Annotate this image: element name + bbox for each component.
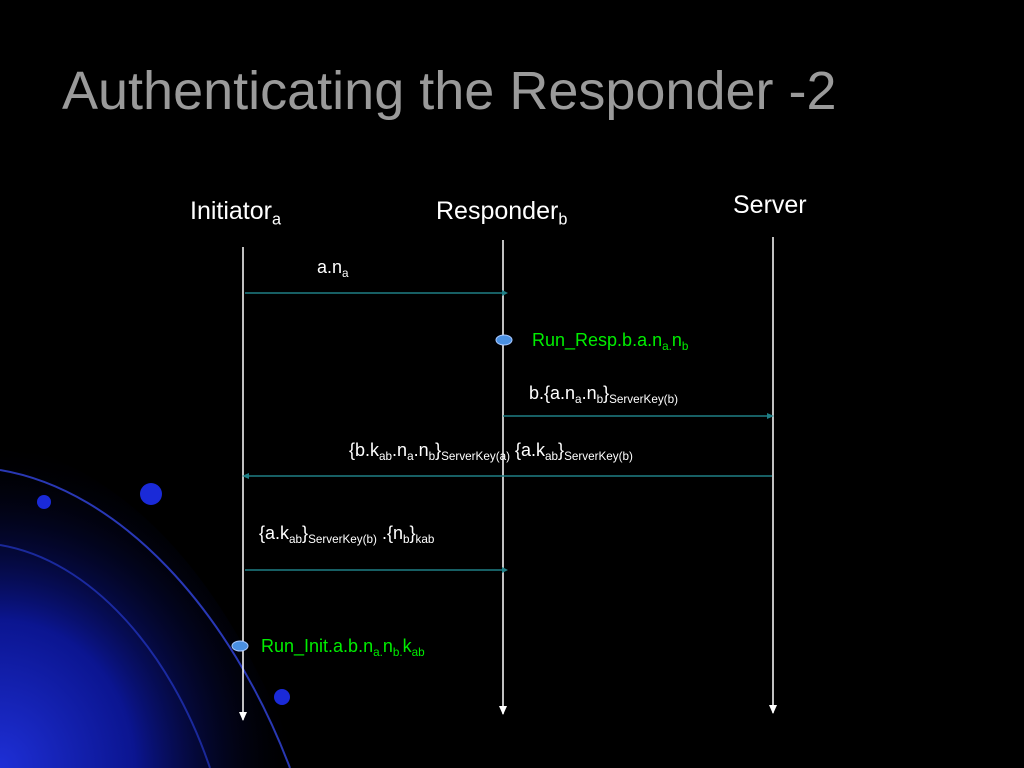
message-arrow-3-head	[242, 473, 249, 479]
message-label-1: a.na	[317, 257, 349, 281]
swoosh-curve	[0, 544, 211, 768]
responder-lifeline-arrowhead	[499, 706, 507, 715]
server-header: Server	[733, 191, 807, 219]
message-label-3: {b.kab.na.nb}ServerKey(a) {a.kab}ServerK…	[349, 440, 633, 464]
slide-title: Authenticating the Responder -2	[62, 61, 837, 121]
message-label-4: {a.kab}ServerKey(b) .{nb}kab	[259, 523, 435, 547]
run-resp-event-label: Run_Resp.b.a.na.nb	[532, 330, 689, 354]
decor-dot	[140, 483, 162, 505]
message-arrow-2-head	[767, 413, 774, 419]
initiator-header: Initiatora	[190, 197, 282, 229]
run-resp-event-dot	[495, 334, 513, 346]
run-init-event-label: Run_Init.a.b.na.nb.kab	[261, 636, 425, 660]
swoosh-curve	[0, 469, 291, 768]
run-init-event-dot	[231, 640, 249, 652]
blue-swoosh	[0, 440, 300, 768]
responder-header: Responderb	[436, 197, 568, 229]
decor-dot	[274, 689, 290, 705]
message-label-2: b.{a.na.nb}ServerKey(b)	[529, 383, 678, 407]
message-arrow-4-head	[502, 567, 508, 573]
message-arrow-1-head	[502, 290, 508, 296]
decor-dot	[37, 495, 51, 509]
initiator-lifeline-arrowhead	[239, 712, 247, 721]
server-lifeline-arrowhead	[769, 705, 777, 714]
